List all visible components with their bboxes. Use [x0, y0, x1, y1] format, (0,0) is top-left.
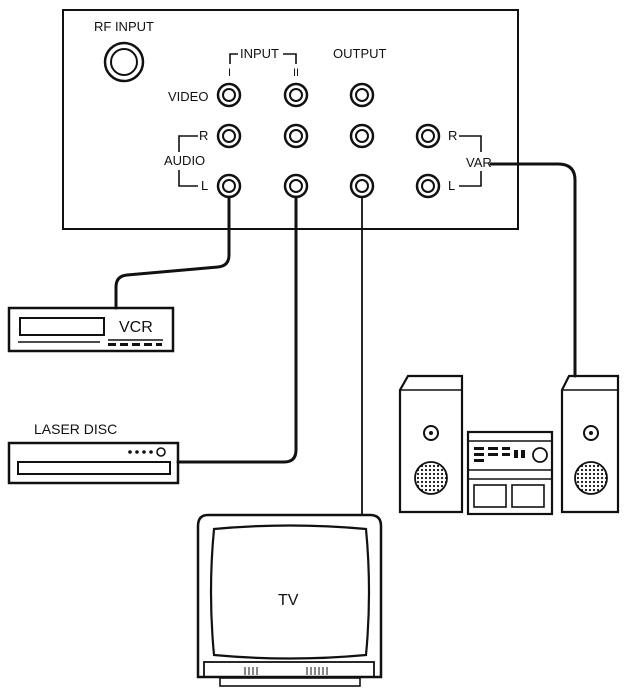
var-l-jack[interactable] [415, 173, 441, 199]
tv: TV [196, 513, 383, 687]
audio-l-label: L [201, 178, 208, 193]
var-r-jack[interactable] [415, 123, 441, 149]
video-input-ii-jack[interactable] [283, 82, 309, 108]
laser-disc-tray [17, 461, 171, 475]
video-input-i-jack[interactable] [216, 82, 242, 108]
input-group-label: INPUT [240, 46, 279, 61]
video-output-jack[interactable] [349, 82, 375, 108]
receiver-controls [474, 447, 525, 462]
tv-label: TV [278, 592, 299, 609]
speaker-left [398, 374, 464, 514]
laser-disc-buttons [128, 450, 153, 454]
audio-bracket [178, 135, 198, 187]
vcr-tape-slot [19, 317, 105, 336]
cables [114, 162, 577, 515]
tv-screen [209, 524, 371, 660]
cable-laser-disc [176, 195, 298, 464]
var-l-label: L [448, 178, 455, 193]
laser-disc-player: LASER DISC [7, 421, 180, 485]
audio-r-label: R [199, 128, 208, 143]
audio-r-output-jack[interactable] [349, 123, 375, 149]
rf-input-jack[interactable] [103, 41, 145, 83]
back-panel: RF INPUT INPUT I II OUTPUT VIDEO AUDIO R… [62, 9, 519, 230]
var-bracket [459, 135, 482, 187]
vcr: VCR [7, 306, 175, 353]
var-label: VAR [466, 155, 492, 170]
panel-outline [62, 9, 519, 230]
vcr-buttons [108, 343, 162, 346]
cable-vcr [114, 195, 231, 310]
audio-r-input-ii-jack[interactable] [283, 123, 309, 149]
input-bracket [229, 53, 297, 64]
tv-controls [244, 667, 328, 675]
speaker-right [560, 374, 620, 514]
audio-label: AUDIO [164, 153, 205, 168]
input-ii-label: II [293, 67, 299, 79]
cable-stereo [489, 162, 577, 378]
laser-disc-label: LASER DISC [34, 421, 117, 437]
rf-input-label: RF INPUT [94, 19, 154, 34]
receiver [466, 430, 554, 516]
vcr-label: VCR [119, 319, 153, 336]
output-label: OUTPUT [333, 46, 387, 61]
video-label: VIDEO [168, 89, 208, 104]
input-i-label: I [228, 67, 231, 79]
var-r-label: R [448, 128, 457, 143]
audio-r-input-i-jack[interactable] [216, 123, 242, 149]
